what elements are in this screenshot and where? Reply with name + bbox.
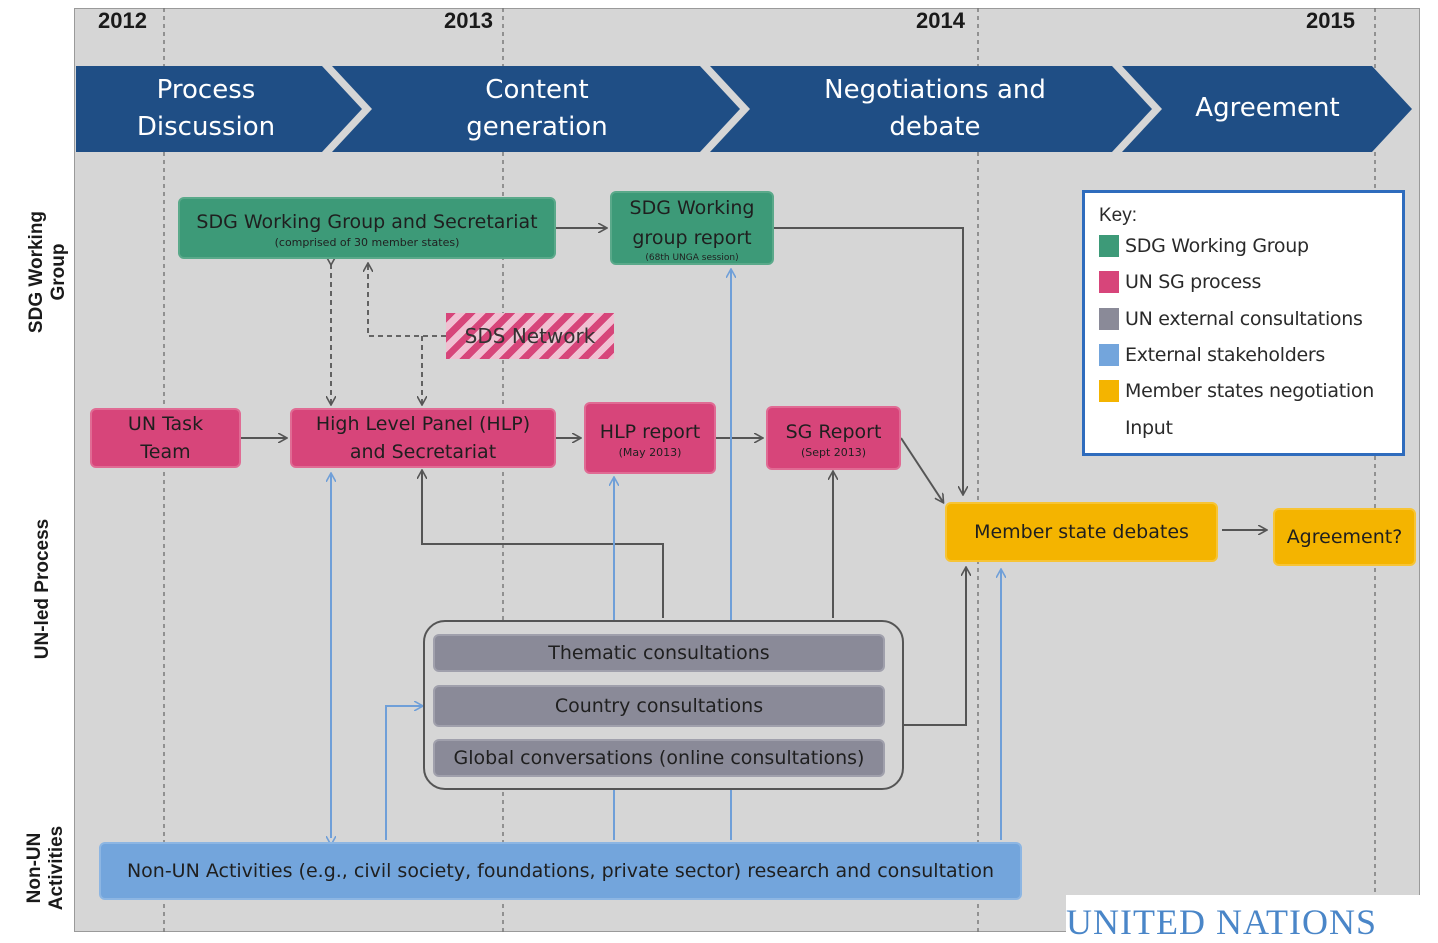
node-sdg-working-group: SDG Working Group and Secretariat (compr… xyxy=(178,197,556,259)
legend-item-input: Input xyxy=(1125,415,1173,441)
arrow-sds-to-sdgwg xyxy=(368,264,446,337)
chevron-content-generation xyxy=(332,66,740,152)
row-label-un-led-process: UN-led Process xyxy=(32,518,53,660)
phase-label-process-discussion: Process Discussion xyxy=(136,75,276,142)
legend-label-un-sg: UN SG process xyxy=(1125,271,1262,293)
legend-swatch-un-sg xyxy=(1099,271,1119,293)
node-non-un-activities: Non-UN Activities (e.g., civil society, … xyxy=(99,842,1022,900)
node-agreement: Agreement? xyxy=(1273,508,1416,566)
node-country-consultations-label: Country consultations xyxy=(554,695,764,717)
chevron-negotiations xyxy=(710,66,1152,152)
node-thematic-consultations-label: Thematic consultations xyxy=(548,642,770,664)
year-label-2015: 2015 xyxy=(1306,8,1355,33)
arrow-sdgreport-to-debates xyxy=(774,227,963,494)
node-hlp-label: High Level Panel (HLP) and Secretariat xyxy=(315,413,531,463)
un-watermark: UNITED NATIONS xyxy=(1066,895,1438,942)
legend-swatch-sdg xyxy=(1099,235,1119,257)
arrow-sgreport-to-debates xyxy=(900,437,943,502)
year-label-2014: 2014 xyxy=(916,8,965,33)
node-un-task-team: UN Task Team xyxy=(90,408,241,468)
legend-title: Key: xyxy=(1099,205,1138,226)
node-sdg-report-label: SDG Working group report xyxy=(629,197,755,249)
node-sdg-working-group-label: SDG Working Group and Secretariat xyxy=(196,210,538,233)
legend-key: Key: SDG Working Group UN SG process UN … xyxy=(1082,190,1405,456)
chevron-process-discussion xyxy=(76,66,362,152)
phase-label-agreement: Agreement xyxy=(1195,93,1340,123)
node-sds-network: SDS Network xyxy=(446,313,614,359)
year-label-2012: 2012 xyxy=(98,8,147,33)
row-label-non-un-activities: Non-UN Activities xyxy=(24,825,67,911)
un-watermark-text: UNITED NATIONS xyxy=(1066,902,1377,942)
node-global-conversations: Global conversations (online consultatio… xyxy=(433,739,885,777)
node-sg-report-label: SG Report xyxy=(785,420,882,443)
node-country-consultations: Country consultations xyxy=(433,685,885,727)
node-sg-report: SG Report (Sept 2013) xyxy=(766,406,901,470)
node-thematic-consultations: Thematic consultations xyxy=(433,634,885,672)
dark-arrows xyxy=(241,227,1266,726)
dashed-arrows xyxy=(331,264,446,404)
phase-label-content-generation: Content generation xyxy=(466,75,608,142)
arrow-consult-to-hlp xyxy=(422,471,664,618)
legend-item-un-external: UN external consultations xyxy=(1099,306,1363,332)
node-sdg-working-group-sub: (comprised of 30 member states) xyxy=(274,235,460,249)
node-sg-report-sub: (Sept 2013) xyxy=(800,445,867,459)
node-hlp-report-label: HLP report xyxy=(599,420,701,443)
node-member-state-debates: Member state debates xyxy=(945,502,1218,562)
legend-swatch-un-external xyxy=(1099,308,1119,330)
legend-swatch-member xyxy=(1099,380,1119,402)
year-label-2013: 2013 xyxy=(444,8,493,33)
legend-label-un-external: UN external consultations xyxy=(1125,308,1363,330)
legend-label-member: Member states negotiation xyxy=(1125,380,1374,402)
phase-chevrons xyxy=(76,66,1412,152)
arrow-nonun-to-country xyxy=(385,706,422,840)
node-non-un-activities-label: Non-UN Activities (e.g., civil society, … xyxy=(126,860,995,882)
legend-item-external: External stakeholders xyxy=(1099,342,1325,368)
node-un-task-team-label: UN Task Team xyxy=(127,413,204,463)
legend-label-external: External stakeholders xyxy=(1125,344,1325,366)
node-hlp: High Level Panel (HLP) and Secretariat xyxy=(290,408,556,468)
node-hlp-report-sub: (May 2013) xyxy=(618,445,682,459)
phase-label-negotiations: Negotiations and debate xyxy=(824,75,1046,142)
legend-item-un-sg: UN SG process xyxy=(1099,269,1261,295)
node-sdg-report-sub: (68th UNGA session) xyxy=(645,253,739,263)
legend-item-sdg: SDG Working Group xyxy=(1099,233,1309,259)
chevron-agreement xyxy=(1122,66,1412,152)
node-global-conversations-label: Global conversations (online consultatio… xyxy=(453,747,865,769)
node-sdg-report: SDG Working group report (68th UNGA sess… xyxy=(610,191,774,265)
node-agreement-label: Agreement? xyxy=(1286,526,1403,548)
legend-swatch-external xyxy=(1099,344,1119,366)
node-hlp-report: HLP report (May 2013) xyxy=(584,402,716,474)
row-label-sdg-working-group: SDG Working Group xyxy=(26,210,69,334)
arrow-consult-to-debates xyxy=(904,568,966,726)
legend-label-sdg: SDG Working Group xyxy=(1125,235,1309,257)
legend-item-member: Member states negotiation xyxy=(1099,378,1374,404)
node-member-state-debates-label: Member state debates xyxy=(974,521,1189,543)
legend-label-input: Input xyxy=(1125,417,1173,439)
